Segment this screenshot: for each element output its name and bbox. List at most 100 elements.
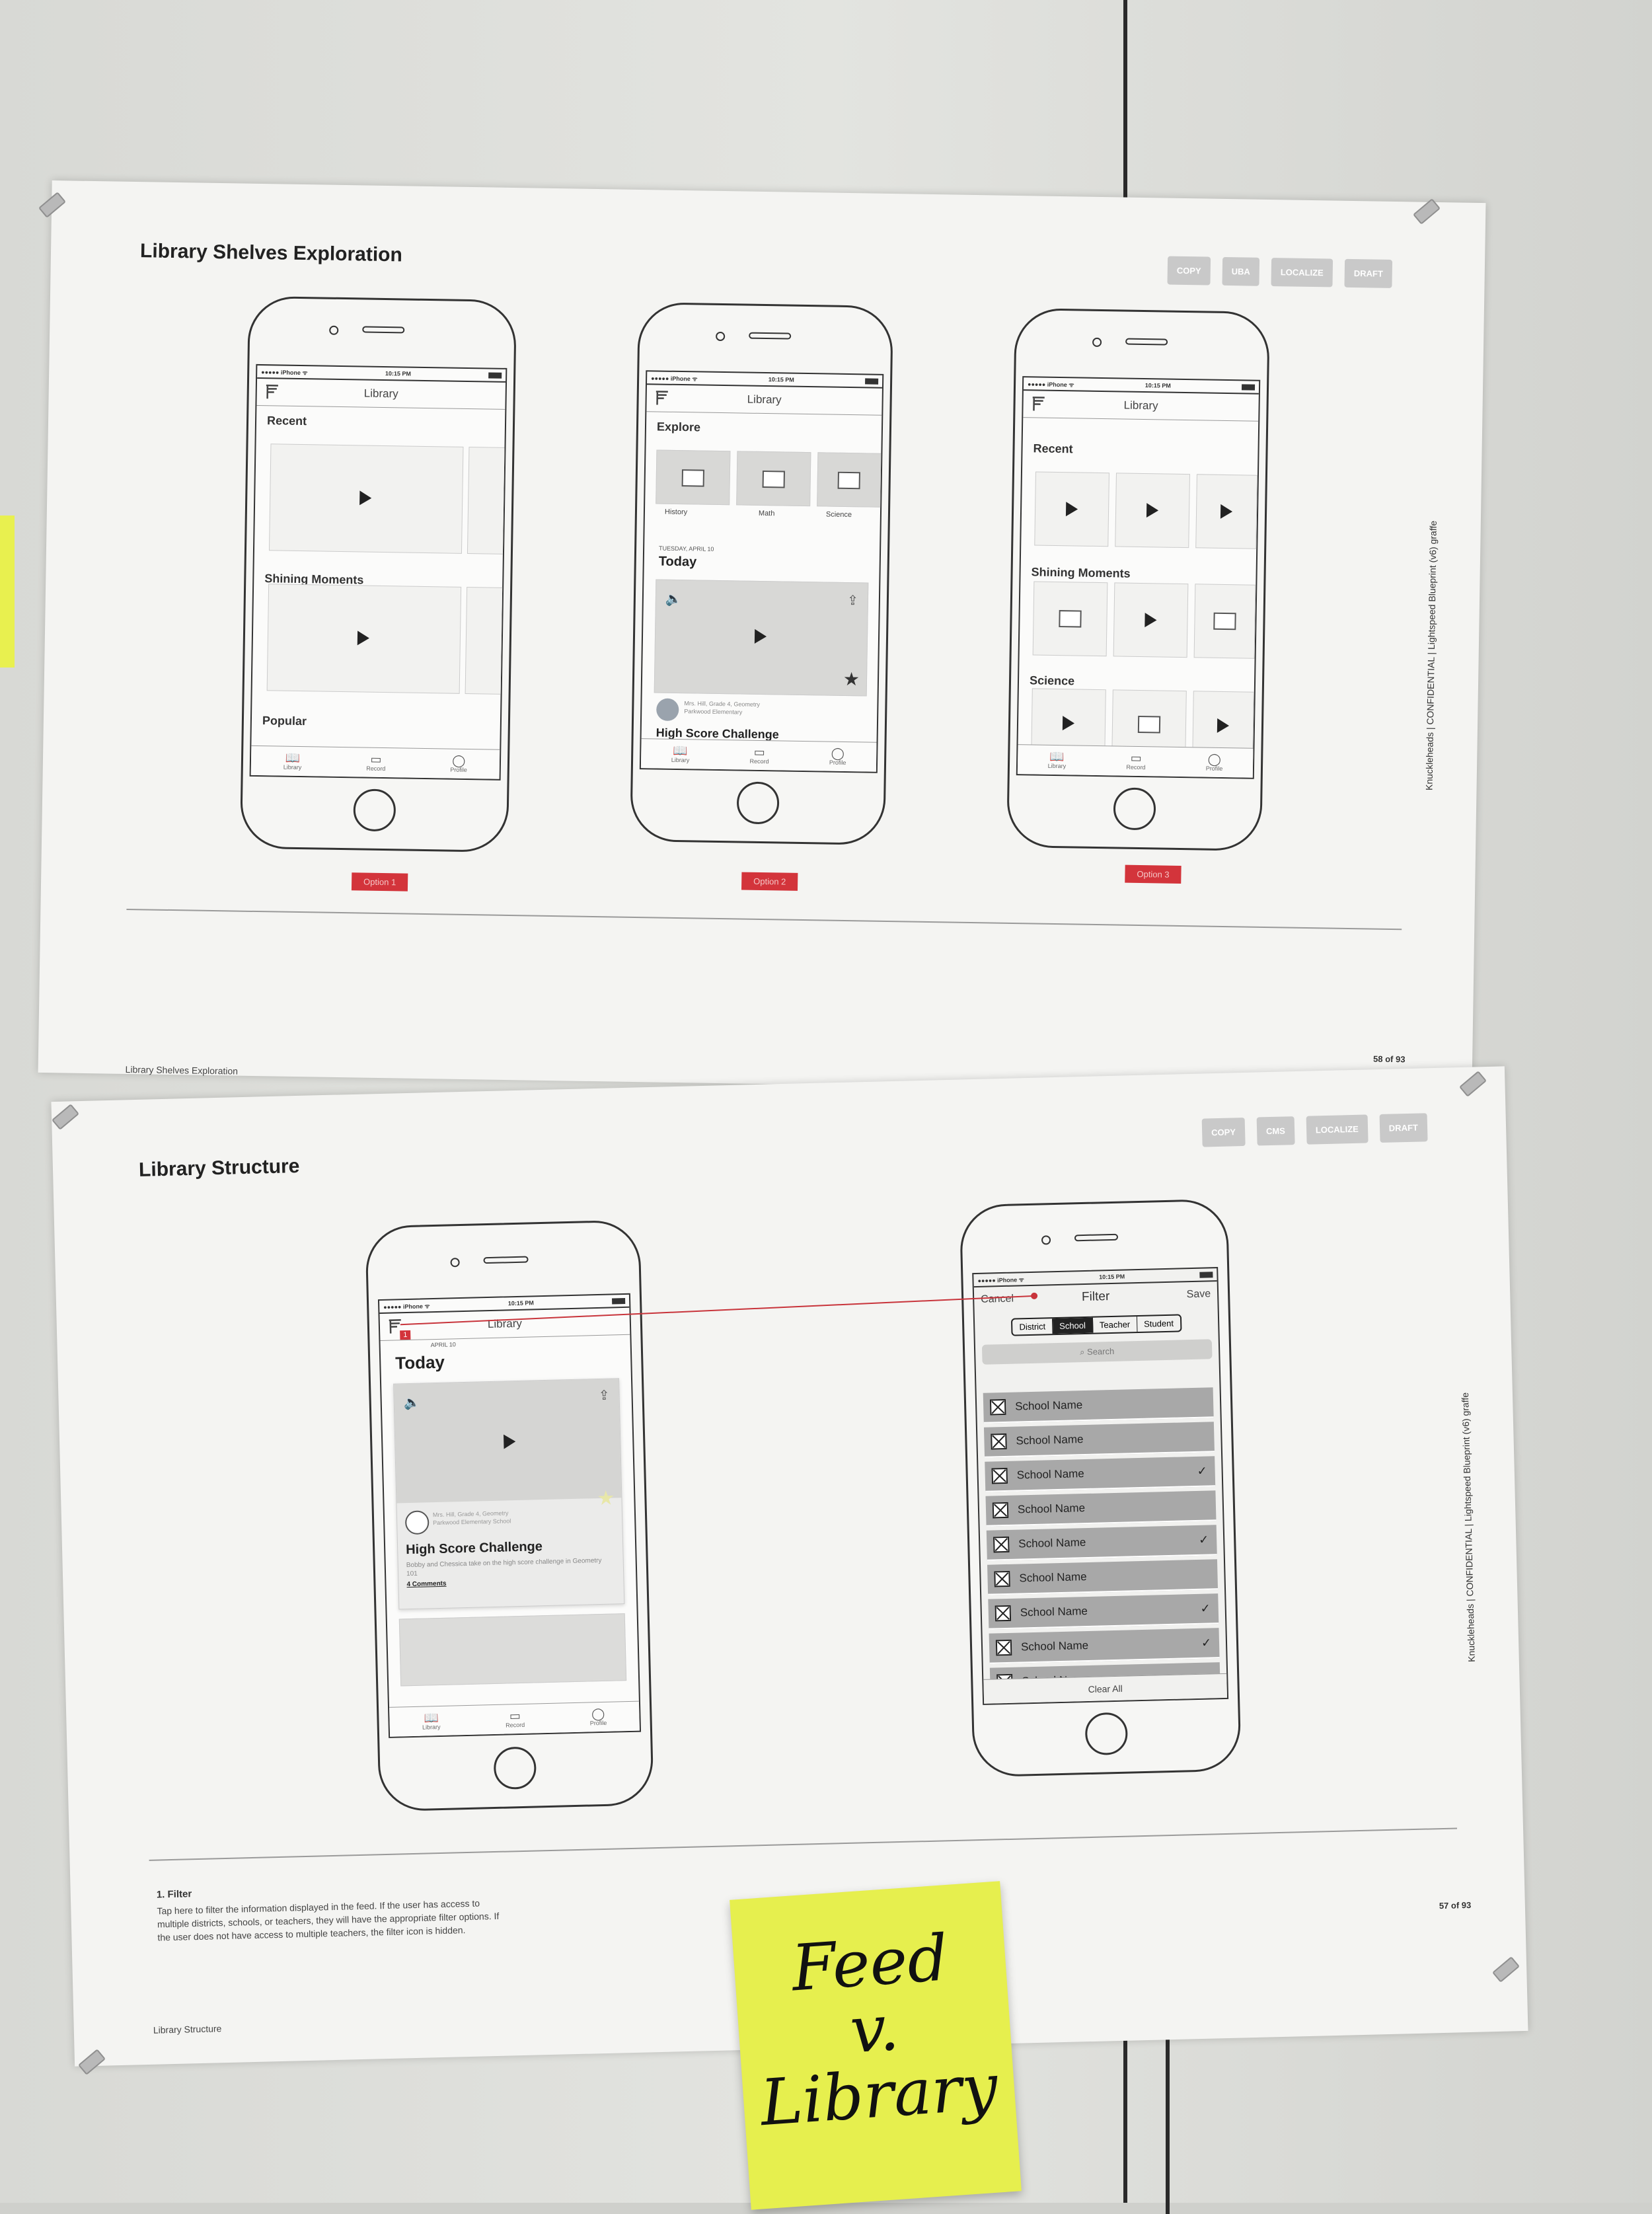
filter-logo-icon[interactable] bbox=[388, 1318, 404, 1335]
note-body: Tap here to filter the information displ… bbox=[157, 1897, 500, 1943]
tag-draft: DRAFT bbox=[1344, 258, 1393, 288]
video-thumbnail[interactable]: 🔈 ⇪ ★ bbox=[394, 1379, 622, 1509]
video-card[interactable] bbox=[266, 584, 462, 694]
home-button[interactable] bbox=[493, 1746, 537, 1790]
home-button[interactable] bbox=[1084, 1712, 1129, 1756]
thumb-card[interactable] bbox=[1195, 474, 1258, 549]
tag-uba: UBA bbox=[1222, 256, 1260, 286]
mute-icon[interactable]: 🔈 bbox=[403, 1395, 420, 1411]
edge-sticky-note bbox=[0, 515, 15, 668]
tab-record[interactable]: ▭Record bbox=[749, 745, 769, 765]
category-card-math[interactable] bbox=[736, 451, 811, 507]
section-science: Science bbox=[1029, 673, 1075, 688]
checkmark-icon: ✓ bbox=[1200, 1601, 1211, 1615]
filter-logo-icon[interactable] bbox=[265, 384, 281, 400]
comments-link[interactable]: 4 Comments bbox=[406, 1580, 447, 1589]
video-card[interactable] bbox=[268, 443, 464, 554]
mute-icon[interactable]: 🔈 bbox=[665, 592, 682, 607]
tag-draft: DRAFT bbox=[1379, 1113, 1428, 1143]
segment-student[interactable]: Student bbox=[1143, 1318, 1174, 1329]
school-list-row[interactable]: School Name bbox=[983, 1422, 1215, 1458]
callout-line bbox=[400, 1292, 1038, 1326]
school-name-label: School Name bbox=[1014, 1398, 1083, 1413]
school-list-row[interactable]: School Name✓ bbox=[985, 1456, 1216, 1492]
school-name-label: School Name bbox=[1016, 1433, 1084, 1447]
segment-teacher[interactable]: Teacher bbox=[1092, 1317, 1138, 1333]
thumb-card[interactable] bbox=[1115, 473, 1190, 549]
home-button[interactable] bbox=[353, 788, 396, 832]
filter-logo-icon[interactable] bbox=[654, 390, 670, 406]
sheet-footer: Library Shelves Exploration bbox=[125, 1063, 239, 1077]
clear-all-button[interactable]: Clear All bbox=[983, 1673, 1228, 1704]
tab-record[interactable]: ▭Record bbox=[506, 1709, 525, 1729]
category-card-science[interactable] bbox=[817, 452, 883, 508]
thumb-card[interactable] bbox=[1032, 581, 1108, 657]
search-input[interactable]: ⌕ Search bbox=[981, 1339, 1213, 1365]
star-icon[interactable]: ★ bbox=[597, 1487, 615, 1510]
section-recent: Recent bbox=[266, 414, 307, 428]
card-meta: Mrs. Hill, Grade 4, Geometry bbox=[684, 700, 761, 708]
tab-profile[interactable]: ◯Profile bbox=[829, 746, 846, 767]
tab-profile[interactable]: ◯Profile bbox=[589, 1706, 607, 1727]
page-number: 58 of 93 bbox=[1372, 1053, 1406, 1065]
tab-profile[interactable]: ◯Profile bbox=[450, 753, 467, 774]
tab-library[interactable]: 📖Library bbox=[422, 1711, 441, 1731]
school-list-row[interactable]: School Name✓ bbox=[988, 1593, 1219, 1630]
tab-library[interactable]: 📖Library bbox=[283, 751, 302, 771]
divider-line bbox=[126, 908, 1402, 931]
home-button[interactable] bbox=[1113, 787, 1156, 831]
video-card-peek[interactable] bbox=[465, 586, 507, 695]
sticky-note: Feed v. Library bbox=[730, 1881, 1022, 2210]
option-3-label[interactable]: Option 3 bbox=[1125, 864, 1182, 884]
school-list-row[interactable]: School Name bbox=[985, 1490, 1217, 1527]
thumb-card[interactable] bbox=[1113, 582, 1189, 658]
filter-logo-icon[interactable] bbox=[1031, 396, 1047, 412]
today-heading: Today bbox=[658, 554, 697, 570]
school-thumbnail-icon bbox=[991, 1433, 1007, 1450]
home-button[interactable] bbox=[736, 781, 780, 825]
share-icon[interactable]: ⇪ bbox=[846, 593, 859, 609]
tab-library[interactable]: 📖Library bbox=[1047, 749, 1067, 770]
school-list-row[interactable]: School Name✓ bbox=[986, 1525, 1217, 1561]
category-card-history[interactable] bbox=[656, 449, 731, 506]
section-recent: Recent bbox=[1033, 441, 1073, 456]
bottom-sheet: Library Structure COPY CMS LOCALIZE DRAF… bbox=[51, 1066, 1528, 2067]
video-card-peek[interactable] bbox=[467, 446, 507, 554]
play-icon bbox=[1220, 504, 1233, 519]
category-label: Math bbox=[758, 509, 775, 518]
school-list-row[interactable]: School Name✓ bbox=[989, 1628, 1220, 1664]
save-button[interactable]: Save bbox=[1186, 1288, 1211, 1301]
play-icon[interactable] bbox=[503, 1434, 516, 1449]
nav-bar: Library bbox=[256, 378, 506, 410]
tab-record[interactable]: ▭Record bbox=[1126, 751, 1146, 771]
side-confidential-text: Knuckleheads | CONFIDENTIAL | Lightspeed… bbox=[1423, 520, 1439, 791]
school-list-row[interactable]: School Name bbox=[983, 1387, 1214, 1424]
speaker bbox=[483, 1256, 529, 1264]
option-1-label[interactable]: Option 1 bbox=[351, 872, 408, 892]
share-icon[interactable]: ⇪ bbox=[598, 1388, 610, 1403]
checkmark-icon: ✓ bbox=[1197, 1464, 1207, 1478]
next-feed-card[interactable] bbox=[398, 1613, 627, 1687]
school-thumbnail-icon bbox=[994, 1570, 1010, 1587]
segment-school[interactable]: School bbox=[1052, 1317, 1094, 1334]
star-icon[interactable]: ★ bbox=[843, 668, 860, 690]
nav-title: Library bbox=[363, 387, 398, 401]
school-thumbnail-icon bbox=[995, 1605, 1012, 1622]
search-placeholder: Search bbox=[1086, 1346, 1115, 1357]
sheet-footer: Library Structure bbox=[153, 2023, 222, 2036]
tab-library[interactable]: 📖Library bbox=[671, 744, 690, 764]
tab-bar: 📖Library ▭Record ◯Profile bbox=[640, 738, 877, 772]
play-icon[interactable] bbox=[754, 629, 767, 644]
date-label: TUESDAY, APRIL 10 bbox=[659, 545, 714, 553]
nav-title: Library bbox=[747, 393, 782, 406]
feed-video-card[interactable]: 🔈 ⇪ ★ bbox=[654, 579, 869, 697]
option-2-label[interactable]: Option 2 bbox=[741, 872, 798, 891]
card-school: Parkwood Elementary bbox=[684, 708, 743, 716]
school-list-row[interactable]: School Name bbox=[987, 1559, 1219, 1595]
feed-card[interactable]: 🔈 ⇪ ★ Mrs. Hill, Grade 4, Geometry Parkw… bbox=[393, 1378, 625, 1610]
tab-profile[interactable]: ◯Profile bbox=[1205, 752, 1223, 772]
thumb-card[interactable] bbox=[1193, 584, 1256, 659]
tab-record[interactable]: ▭Record bbox=[366, 752, 386, 773]
thumb-card[interactable] bbox=[1034, 471, 1109, 547]
